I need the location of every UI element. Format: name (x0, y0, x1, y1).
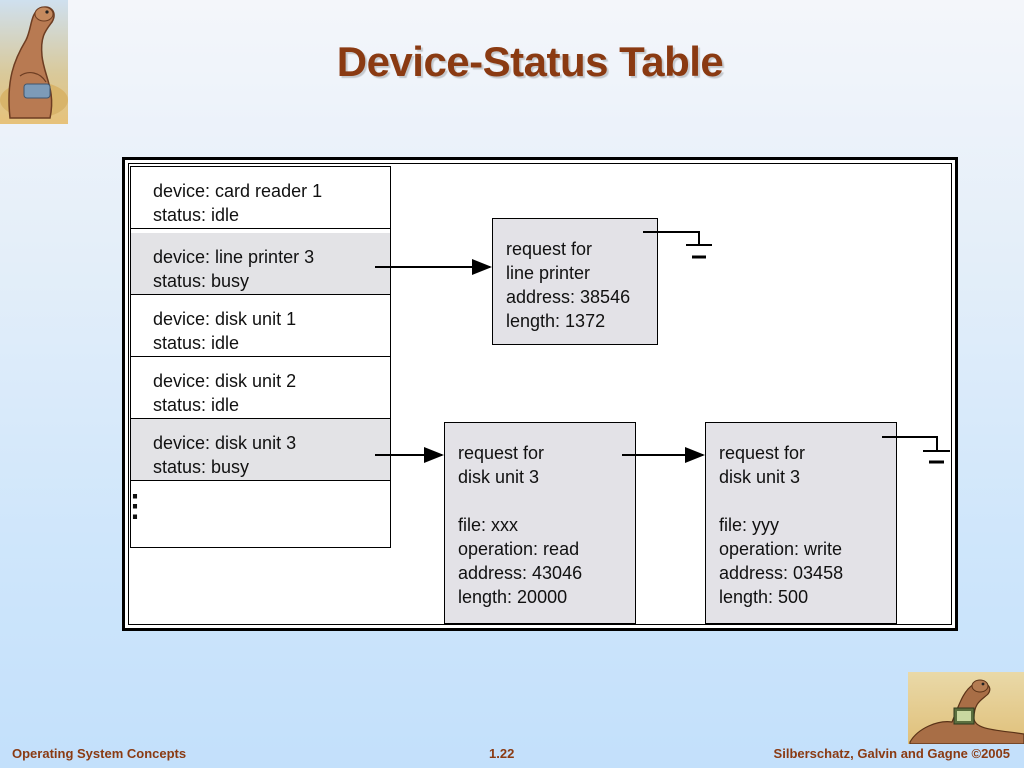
dinosaur-logo-bottom (908, 672, 1024, 744)
footer-course-title: Operating System Concepts (12, 746, 187, 761)
device-row-disk-unit-1: device: disk unit 1 status: idle (131, 295, 390, 357)
ground-icon-printer (643, 231, 712, 259)
dinosaur-logo-top (0, 0, 68, 124)
status-label: status: busy (153, 271, 250, 291)
request-line-printer: request for line printer address: 38546 … (492, 218, 658, 345)
address-label: address: 38546 (506, 287, 631, 307)
length-label: length: 20000 (458, 587, 568, 607)
device-label: device: disk unit 1 (153, 309, 297, 329)
device-label: device: disk unit 3 (153, 433, 297, 453)
device-row-disk-unit-2: device: disk unit 2 status: idle (131, 357, 390, 419)
operation-label: operation: read (458, 539, 580, 559)
request-line: request for (506, 239, 593, 259)
operation-label: operation: write (719, 539, 843, 559)
request-line: disk unit 3 (719, 467, 801, 487)
request-line: line printer (506, 263, 591, 283)
device-row-line-printer-3: device: line printer 3 status: busy (131, 233, 390, 295)
status-label: status: idle (153, 395, 240, 415)
device-label: device: line printer 3 (153, 247, 315, 267)
device-label: device: disk unit 2 (153, 371, 297, 391)
device-status-table: device: card reader 1 status: idle devic… (130, 166, 391, 548)
status-label: status: idle (153, 205, 240, 225)
request-disk-unit-3-write: request for disk unit 3 file: yyy operat… (705, 422, 897, 624)
request-line: disk unit 3 (458, 467, 540, 487)
request-disk-unit-3-read: request for disk unit 3 file: xxx operat… (444, 422, 636, 624)
footer-copyright: Silberschatz, Galvin and Gagne ©2005 (773, 746, 1010, 761)
status-label: status: idle (153, 333, 240, 353)
length-label: length: 1372 (506, 311, 606, 331)
ground-icon-disk (882, 436, 950, 464)
length-label: length: 500 (719, 587, 809, 607)
address-label: address: 43046 (458, 563, 583, 583)
status-label: status: busy (153, 457, 250, 477)
footer-page-number: 1.22 (489, 746, 515, 761)
device-row-card-reader-1: device: card reader 1 status: idle (131, 167, 390, 229)
address-label: address: 03458 (719, 563, 844, 583)
slide-title: Device-Status Table (336, 38, 724, 85)
request-line: request for (719, 443, 806, 463)
device-row-disk-unit-3: device: disk unit 3 status: busy (131, 419, 390, 481)
device-label: device: card reader 1 (153, 181, 323, 201)
file-label: file: xxx (458, 515, 519, 535)
file-label: file: yyy (719, 515, 780, 535)
request-line: request for (458, 443, 545, 463)
